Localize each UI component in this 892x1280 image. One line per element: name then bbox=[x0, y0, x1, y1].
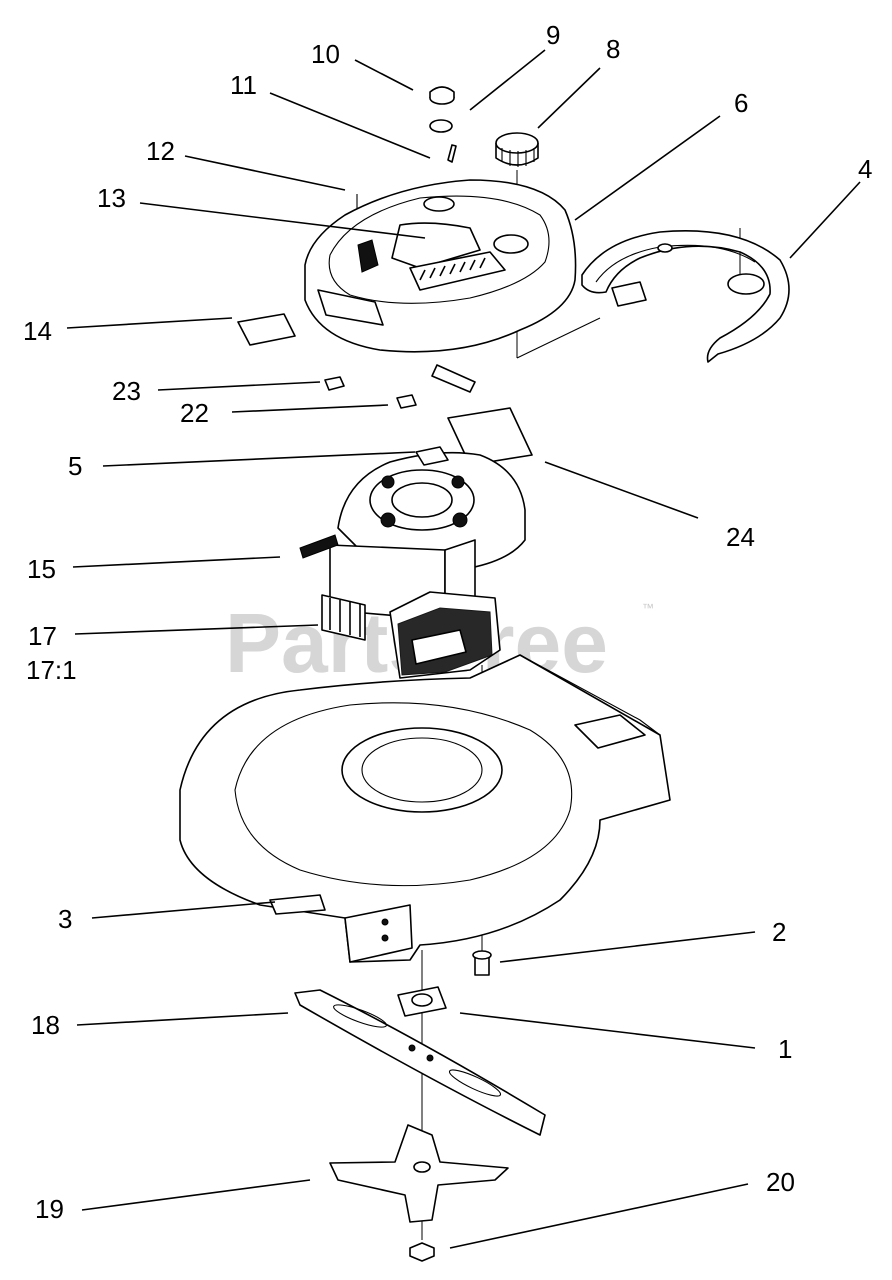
fuel-cap-part-8 bbox=[495, 132, 539, 167]
axis-line-shroud bbox=[516, 317, 601, 359]
callout-17-1: 17:1 bbox=[26, 655, 77, 685]
knob-cap-part-10 bbox=[429, 86, 455, 105]
callout-8: 8 bbox=[606, 34, 620, 64]
callout-24: 24 bbox=[726, 522, 755, 552]
callout-11: 11 bbox=[230, 70, 257, 100]
callout-15: 15 bbox=[27, 554, 56, 584]
callout-10: 10 bbox=[311, 39, 340, 69]
mulching-blade-part-19 bbox=[329, 1124, 509, 1223]
engine-shroud-part-6 bbox=[304, 179, 577, 393]
callout-2: 2 bbox=[772, 917, 786, 947]
watermark-trademark: ™ bbox=[642, 601, 654, 615]
leader-lines bbox=[66, 49, 861, 1249]
callout-1: 1 bbox=[778, 1034, 792, 1064]
blade-part-18 bbox=[294, 989, 546, 1136]
plate-part-5 bbox=[415, 446, 449, 466]
callout-20: 20 bbox=[766, 1167, 795, 1197]
callout-5: 5 bbox=[68, 451, 82, 481]
nut-part-20 bbox=[409, 1242, 435, 1262]
callout-17: 17 bbox=[28, 621, 57, 651]
blade-adapter-part-1 bbox=[397, 986, 447, 1017]
mower-deck-part-3 bbox=[179, 654, 671, 963]
callout-13: 13 bbox=[97, 183, 126, 213]
callout-14: 14 bbox=[23, 316, 52, 346]
bolt-part-2 bbox=[472, 950, 492, 976]
callout-18: 18 bbox=[31, 1010, 60, 1040]
callout-12: 12 bbox=[146, 136, 175, 166]
rod-part-9 bbox=[447, 144, 457, 163]
side-cover-part-4 bbox=[581, 230, 790, 363]
muffler-part-17 bbox=[389, 591, 501, 679]
engine-part-15 bbox=[299, 451, 526, 641]
block-part-22 bbox=[396, 394, 417, 409]
callout-9: 9 bbox=[546, 20, 560, 50]
callout-3: 3 bbox=[58, 904, 72, 934]
callout-22: 22 bbox=[180, 398, 209, 428]
cylinder-fins bbox=[321, 594, 366, 641]
block-part-23 bbox=[324, 376, 345, 391]
callout-6: 6 bbox=[734, 88, 748, 118]
handle-grip-part-14 bbox=[237, 313, 296, 346]
callout-19: 19 bbox=[35, 1194, 64, 1224]
label-plate-part-24 bbox=[447, 407, 533, 466]
callout-4: 4 bbox=[858, 154, 872, 184]
callout-23: 23 bbox=[112, 376, 141, 406]
washer-part-11 bbox=[429, 119, 453, 133]
vent-slots bbox=[419, 257, 486, 281]
